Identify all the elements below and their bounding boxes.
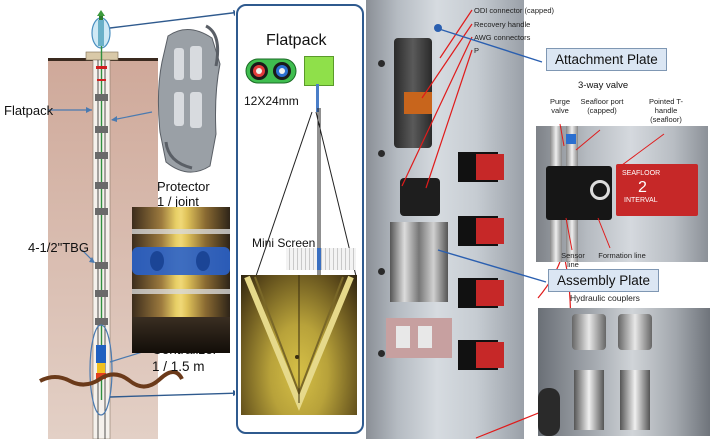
flatpack-stem	[316, 84, 319, 112]
protector-spacing: 1 / joint	[157, 194, 199, 209]
centralizer-spacing: 1 / 1.5 m	[152, 359, 205, 374]
couplers-photo	[538, 308, 710, 436]
odi-connector-label: ODI connector (capped)	[474, 6, 555, 15]
flatpack-panel-title: Flatpack	[266, 32, 327, 49]
tbg-label: 4-1/2"TBG	[28, 240, 89, 255]
mini-screen-photo	[241, 275, 357, 415]
flatpack-green-block	[304, 56, 334, 86]
recovery-handle-label: Recovery handle	[474, 20, 531, 29]
p-label: P	[474, 46, 480, 55]
purge-valve-label: Purge valve	[549, 97, 570, 115]
hydraulic-couplers-label: Hydraulic couplers	[570, 293, 640, 303]
pointed-handle-label: Pointed T-handle (seafloor)	[648, 97, 684, 124]
sensor-line-label: Sensor line	[561, 251, 585, 269]
assembly-plate-callout: Assembly Plate	[548, 269, 660, 292]
protector-label: Protector	[157, 179, 210, 194]
mini-screen-image	[286, 248, 356, 270]
protector-clamp-image	[157, 24, 221, 173]
interval-text: INTERVAL	[624, 197, 658, 204]
awg-connectors-label: AWG connectors	[474, 33, 531, 42]
flatpack-label: Flatpack	[4, 103, 54, 118]
assembly-photo	[366, 0, 524, 439]
valve-leader-lines	[559, 123, 665, 251]
flatpack-size-label: 12X24mm	[244, 94, 299, 108]
centralizer-highlight	[89, 324, 113, 416]
mini-screen-label: Mini Screen	[252, 236, 316, 250]
seafloor-text: SEAFLOOR	[622, 170, 661, 177]
formation-trace	[39, 370, 184, 389]
flatpack-cross-section	[245, 58, 297, 84]
interval-number: 2	[638, 179, 647, 196]
valve-photo	[536, 126, 708, 262]
formation-line-label: Formation line	[598, 251, 646, 260]
seafloor-port-label: Seafloor port (capped)	[580, 97, 624, 115]
attachment-plate-callout: Attachment Plate	[546, 48, 667, 71]
centralizer-photo	[132, 207, 230, 353]
valve-title: 3-way valve	[578, 80, 629, 91]
